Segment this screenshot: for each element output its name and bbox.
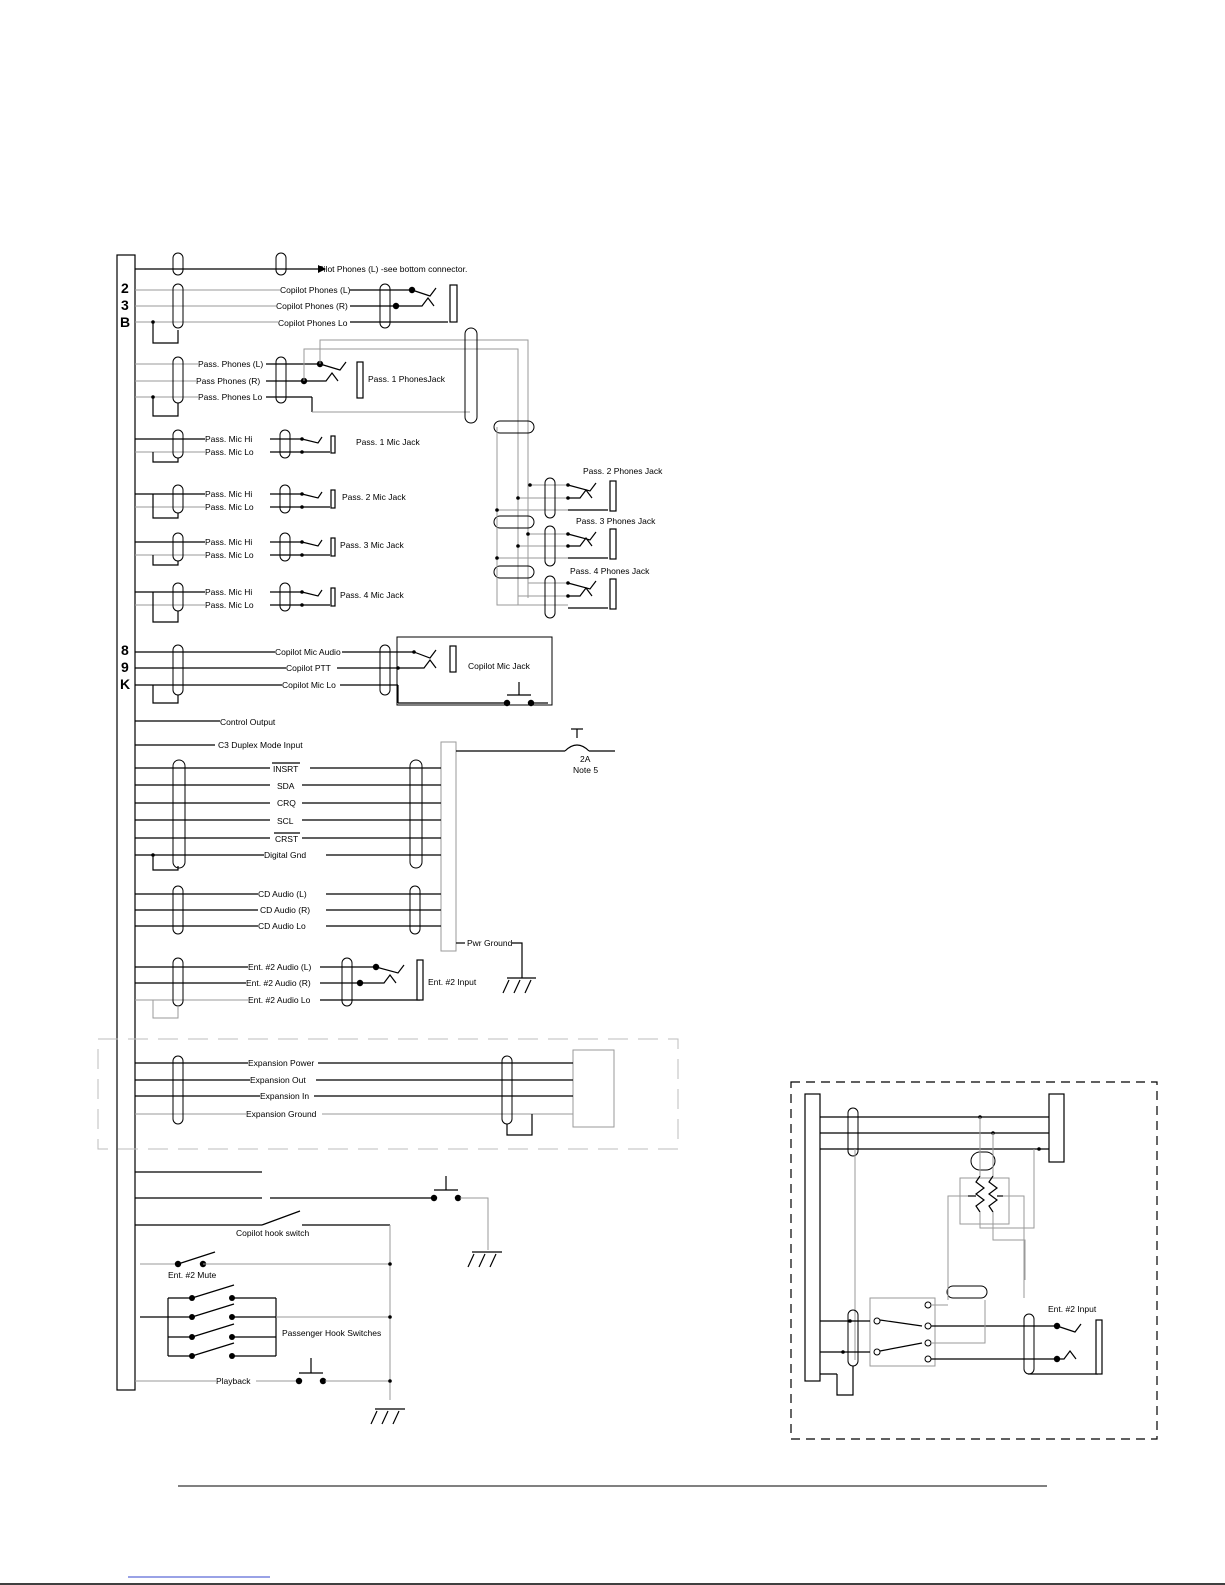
copilot-hook-label: Copilot hook switch xyxy=(236,1228,310,1238)
ent2-mute-label: Ent. #2 Mute xyxy=(168,1270,216,1280)
ent2-audio-lo-label: Ent. #2 Audio Lo xyxy=(248,995,311,1005)
pass2-mic-hi-label: Pass. Mic Hi xyxy=(205,489,252,499)
pass1-mic-lo-label: Pass. Mic Lo xyxy=(205,447,254,457)
copilot-phones-lo-label: Copilot Phones Lo xyxy=(278,318,348,328)
pass4-phones-jack-label: Pass. 4 Phones Jack xyxy=(570,566,650,576)
pass3-mic-jack-label: Pass. 3 Mic Jack xyxy=(340,540,405,550)
pass3-phones-jack-label: Pass. 3 Phones Jack xyxy=(576,516,656,526)
copilot-mic-jack-label: Copilot Mic Jack xyxy=(468,661,531,671)
control-output-label: Control Output xyxy=(220,717,276,727)
copilot-phones-r-label: Copilot Phones (R) xyxy=(276,301,348,311)
pass3-mic-hi-label: Pass. Mic Hi xyxy=(205,537,252,547)
sda-label: SDA xyxy=(277,781,295,791)
pass1-mic-jack: Pass. Mic Hi Pass. Mic Lo Pass. 1 Mic Ja… xyxy=(135,429,421,463)
scl-label: SCL xyxy=(277,816,294,826)
crq-label: CRQ xyxy=(277,798,296,808)
expansion-out-label: Expansion Out xyxy=(250,1075,306,1085)
expansion-wiring: Expansion Power Expansion Out Expansion … xyxy=(97,1038,679,1150)
crst-label: CRST xyxy=(275,834,298,844)
pass4-mic-jack: Pass. Mic Hi Pass. Mic Lo Pass. 4 Mic Ja… xyxy=(135,582,405,623)
expansion-power-label: Expansion Power xyxy=(248,1058,314,1068)
pass4-phones-jack: Pass. 4 Phones Jack xyxy=(497,566,650,619)
pin-8: 8 xyxy=(121,642,129,658)
pwr-ground-label: Pwr Ground xyxy=(467,938,513,948)
pass4-mic-lo-label: Pass. Mic Lo xyxy=(205,600,254,610)
main-connector-bar xyxy=(116,254,136,1391)
pass2-phones-jack-label: Pass. 2 Phones Jack xyxy=(583,466,663,476)
inset-detail: Ent. #2 Input xyxy=(790,1081,1158,1440)
ent2-audio-wiring: Ent. #2 Audio (L) Ent. #2 Audio (R) Ent.… xyxy=(135,957,477,1019)
copilot-mic-jack: Copilot Mic Audio Copilot PTT Copilot Mi… xyxy=(135,636,553,707)
pass3-mic-lo-label: Pass. Mic Lo xyxy=(205,550,254,560)
expansion-in-label: Expansion In xyxy=(260,1091,309,1101)
pass1-mic-hi-label: Pass. Mic Hi xyxy=(205,434,252,444)
pilot-phones-wiring: Pilot Phones (L) -see bottom connector. xyxy=(135,252,467,276)
pass4-mic-jack-label: Pass. 4 Mic Jack xyxy=(340,590,405,600)
cd-audio-lo-label: CD Audio Lo xyxy=(258,921,306,931)
copilot-phones-l-label: Copilot Phones (L) xyxy=(280,285,351,295)
pass1-phones-jack-label: Pass. 1 PhonesJack xyxy=(368,374,446,384)
copilot-ptt-label: Copilot PTT xyxy=(286,663,331,673)
copilot-phones-wiring: Copilot Phones (L) Copilot Phones (R) Co… xyxy=(135,283,458,344)
cd-audio-l-label: CD Audio (L) xyxy=(258,889,307,899)
insrt-label: INSRT xyxy=(273,764,298,774)
fuse-note-label: Note 5 xyxy=(573,765,598,775)
cd-audio-r-label: CD Audio (R) xyxy=(260,905,310,915)
pass-phones-r-label: Pass Phones (R) xyxy=(196,376,260,386)
pass-hook-label: Passenger Hook Switches xyxy=(282,1328,381,1338)
pass-phones-lo-label: Pass. Phones Lo xyxy=(198,392,263,402)
pass3-mic-jack: Pass. Mic Hi Pass. Mic Lo Pass. 3 Mic Ja… xyxy=(135,532,405,566)
pass-phones-l-label: Pass. Phones (L) xyxy=(198,359,263,369)
pin-2: 2 xyxy=(121,280,129,296)
pilot-phones-label: Pilot Phones (L) -see bottom connector. xyxy=(318,264,467,274)
c3-duplex-label: C3 Duplex Mode Input xyxy=(218,740,303,750)
pass1-mic-jack-label: Pass. 1 Mic Jack xyxy=(356,437,421,447)
pass2-mic-lo-label: Pass. Mic Lo xyxy=(205,502,254,512)
copilot-mic-audio-label: Copilot Mic Audio xyxy=(275,647,341,657)
ent2-input-label: Ent. #2 Input xyxy=(428,977,477,987)
ent2-audio-l-label: Ent. #2 Audio (L) xyxy=(248,962,311,972)
pin-k: K xyxy=(120,676,130,692)
pass3-phones-jack: Pass. 3 Phones Jack xyxy=(495,516,656,567)
fuse-value-label: 2A xyxy=(580,754,591,764)
pass2-phones-jack: Pass. 2 Phones Jack xyxy=(495,466,663,519)
digital-bus-wiring: 2A Note 5 INSRT SDA CRQ SCL CRST Digital… xyxy=(135,728,615,994)
pin-b: B xyxy=(120,314,130,330)
pin-9: 9 xyxy=(121,659,129,675)
digital-gnd-label: Digital Gnd xyxy=(264,850,306,860)
playback-label: Playback xyxy=(216,1376,251,1386)
pass1-phones-wiring: Pass. Phones (L) Pass Phones (R) Pass. P… xyxy=(135,356,446,417)
pass2-mic-jack-label: Pass. 2 Mic Jack xyxy=(342,492,407,502)
pass4-mic-hi-label: Pass. Mic Hi xyxy=(205,587,252,597)
control-lines: Control Output C3 Duplex Mode Input xyxy=(135,717,303,750)
pin-3: 3 xyxy=(121,297,129,313)
expansion-ground-label: Expansion Ground xyxy=(246,1109,317,1119)
switches-wiring: Copilot hook switch Ent. #2 Mute Passeng… xyxy=(135,1171,502,1425)
ent2-audio-r-label: Ent. #2 Audio (R) xyxy=(246,978,311,988)
pass-phones-bus xyxy=(303,327,545,606)
inset-ent2-input-label: Ent. #2 Input xyxy=(1048,1304,1097,1314)
copilot-mic-lo-label: Copilot Mic Lo xyxy=(282,680,336,690)
pass2-mic-jack: Pass. Mic Hi Pass. Mic Lo Pass. 2 Mic Ja… xyxy=(135,484,407,519)
